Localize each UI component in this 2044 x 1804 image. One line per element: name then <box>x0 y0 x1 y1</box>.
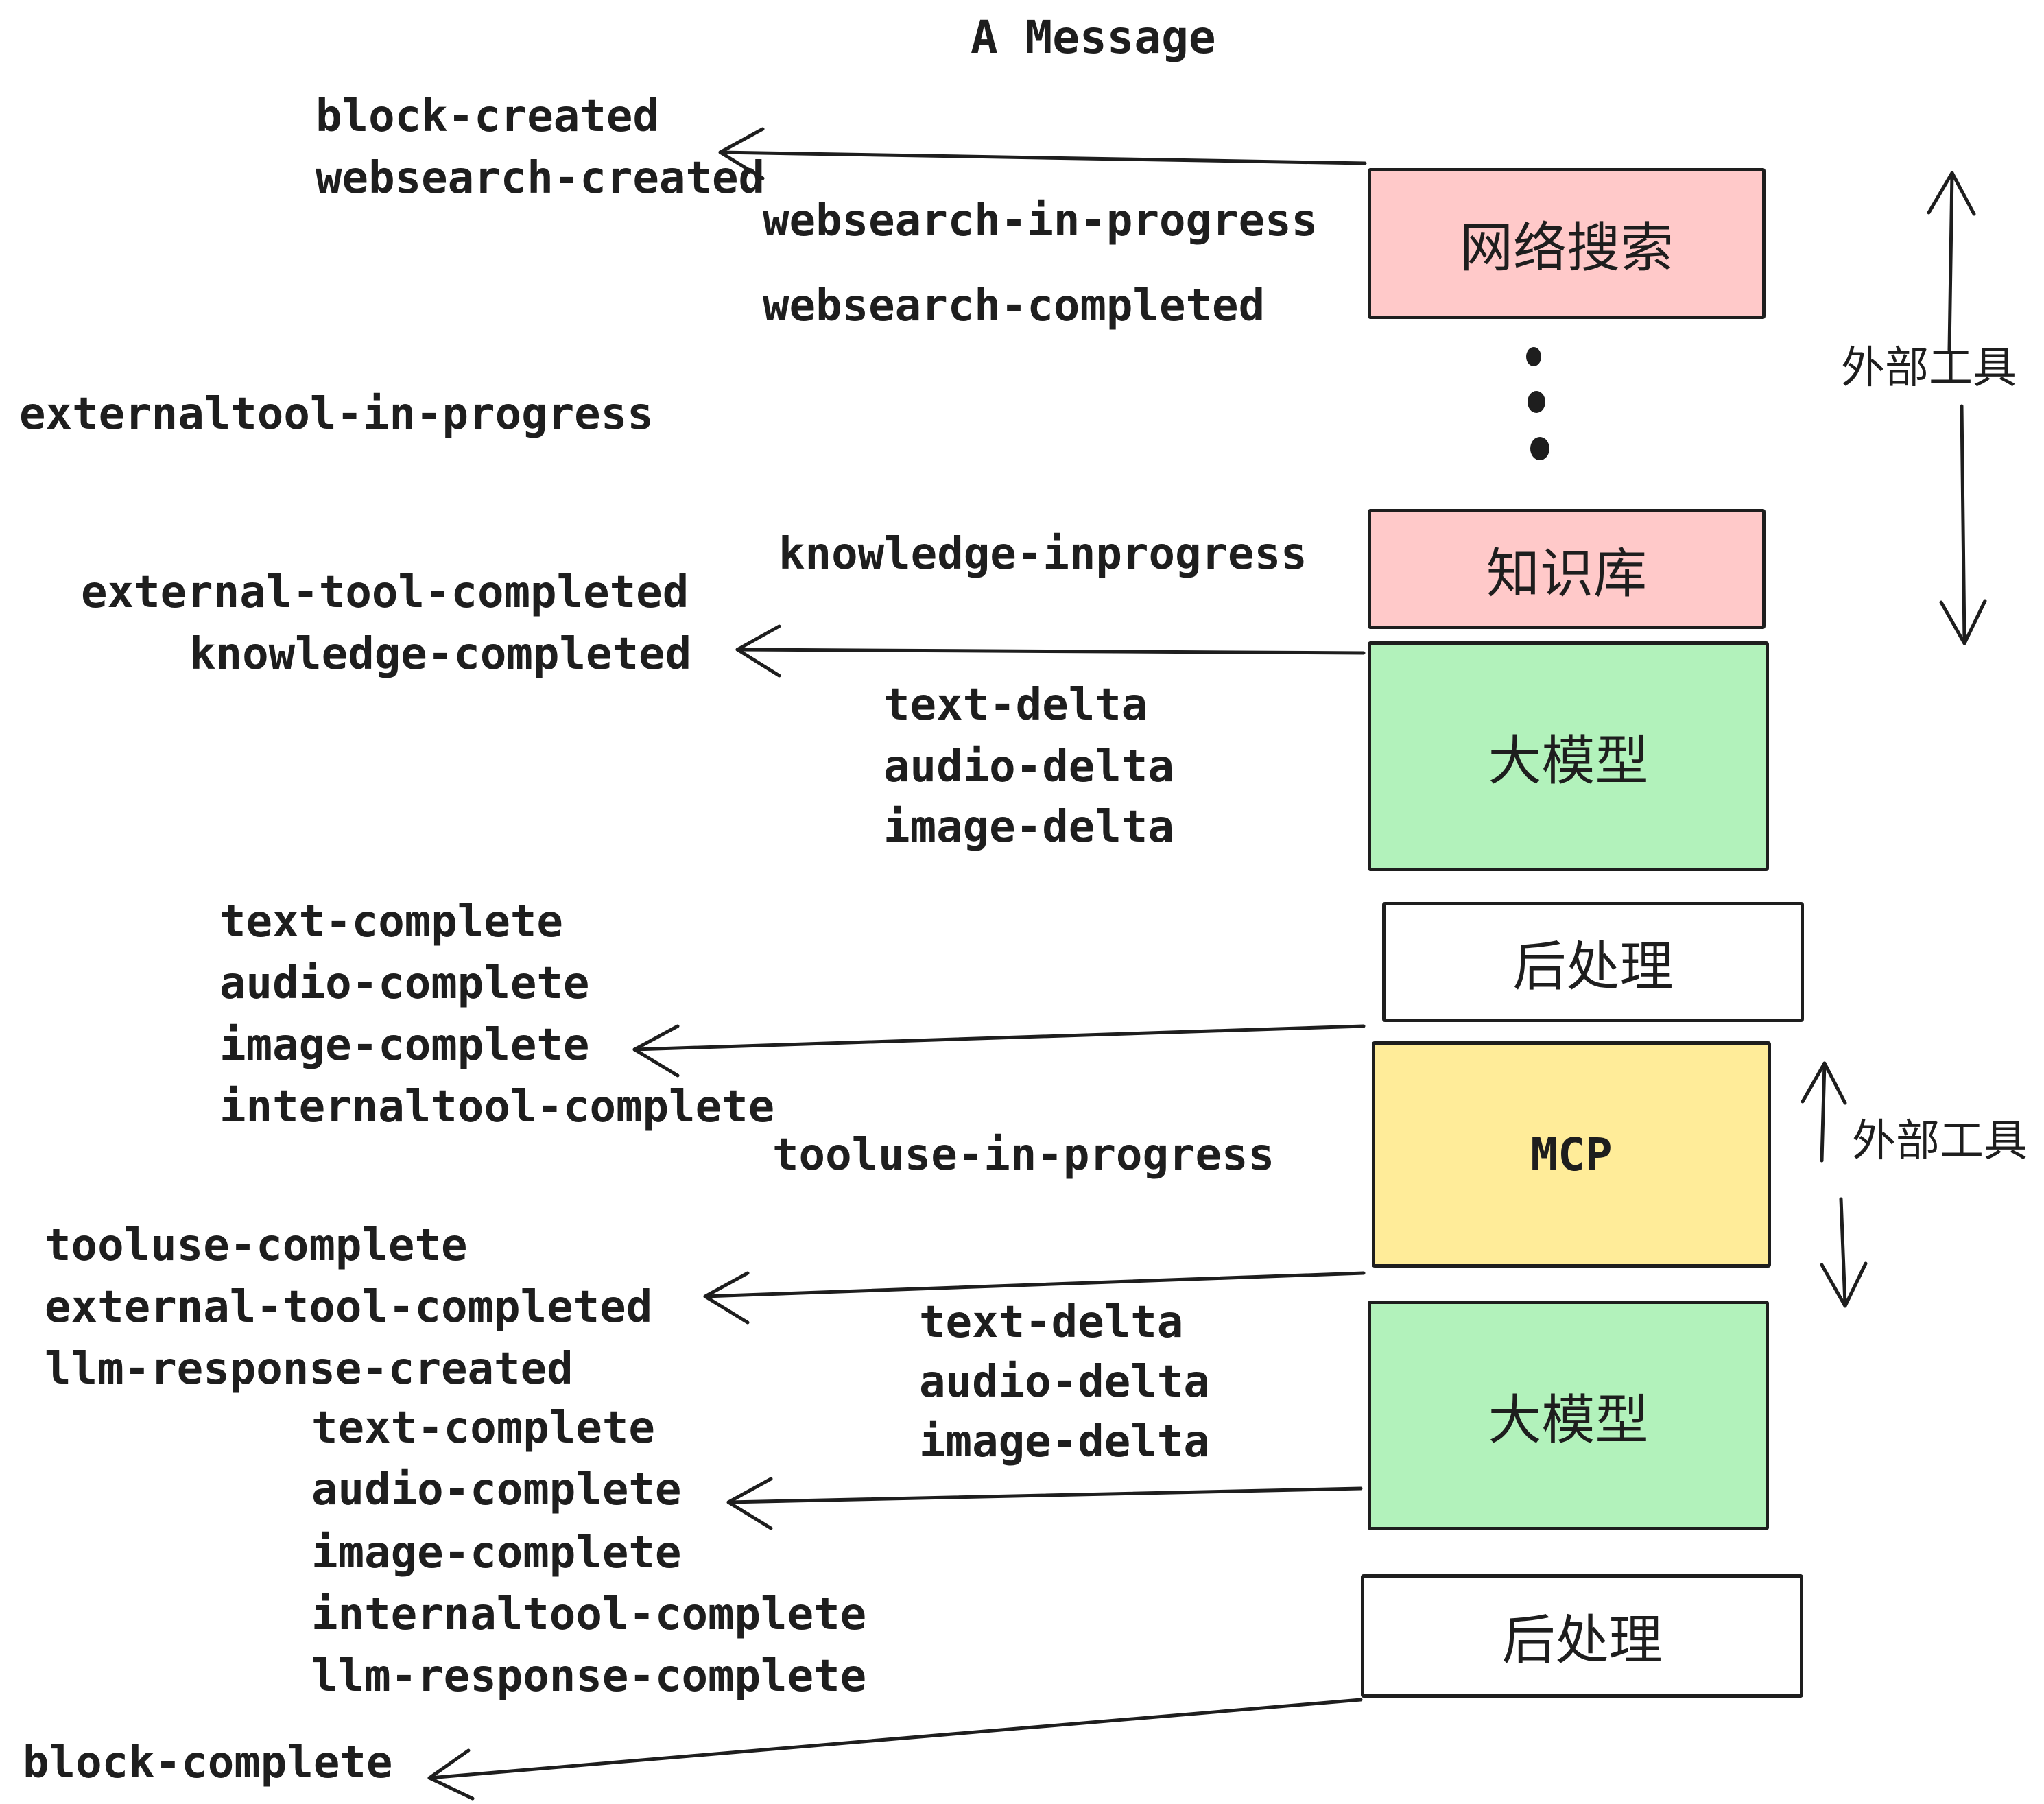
event-audio-delta: audio-delta <box>883 741 1174 792</box>
event-image-delta: image-delta <box>883 802 1174 853</box>
event-tooluse-complete: tooluse-complete <box>45 1220 468 1271</box>
page-title: A Message <box>971 11 1216 64</box>
event-websearch-in-progress: websearch-in-progress <box>763 195 1318 246</box>
mcp-box-label: MCP <box>1530 1128 1613 1181</box>
websearch-box: 网络搜索 <box>1368 168 1766 319</box>
external-tools-label-top: 外部工具 <box>1841 343 2017 394</box>
event-image-complete-2: image-complete <box>311 1528 682 1578</box>
arrow-to-block-complete <box>427 1698 1363 1801</box>
postprocess-box-top-label: 后处理 <box>1512 936 1674 998</box>
arrow-to-audio-complete <box>726 1477 1363 1530</box>
event-text-complete: text-complete <box>219 897 563 947</box>
event-image-complete: image-complete <box>219 1020 590 1071</box>
external-tools-bottom-down-arrow <box>1820 1197 1868 1308</box>
event-text-complete-2: text-complete <box>311 1403 655 1453</box>
event-audio-delta-2: audio-delta <box>919 1357 1210 1408</box>
event-knowledge-inprogress: knowledge-inprogress <box>779 529 1307 580</box>
event-image-delta-2: image-delta <box>919 1416 1210 1467</box>
arrow-to-external-tool-completed <box>703 1271 1366 1325</box>
arrow-to-knowledge-completed <box>735 624 1366 678</box>
mcp-box: MCP <box>1372 1041 1771 1268</box>
event-internaltool-complete-2: internaltool-complete <box>311 1589 867 1640</box>
arrow-to-block-created <box>718 127 1367 180</box>
arrow-to-image-complete <box>632 1024 1366 1078</box>
event-tooluse-in-progress: tooluse-in-progress <box>772 1130 1275 1180</box>
event-llm-response-complete: llm-response-complete <box>311 1651 867 1702</box>
event-text-delta-2: text-delta <box>919 1297 1184 1348</box>
event-websearch-completed: websearch-completed <box>763 281 1265 331</box>
external-tools-bottom-up-arrow <box>1801 1061 1847 1163</box>
knowledge-box: 知识库 <box>1368 509 1766 629</box>
event-external-tool-completed-2: external-tool-completed <box>45 1282 653 1333</box>
external-tools-top-down-arrow <box>1939 404 1987 645</box>
event-audio-complete-2: audio-complete <box>311 1464 682 1515</box>
event-external-tool-completed: external-tool-completed <box>81 567 689 618</box>
websearch-box-label: 网络搜索 <box>1459 217 1674 279</box>
knowledge-box-label: 知识库 <box>1486 543 1647 605</box>
event-llm-response-created: llm-response-created <box>45 1344 573 1394</box>
event-externaltool-in-progress: externaltool-in-progress <box>19 389 654 440</box>
event-block-created: block-created <box>316 91 659 142</box>
llm-box-top: 大模型 <box>1368 641 1769 871</box>
event-knowledge-completed: knowledge-completed <box>189 629 692 680</box>
llm-box-bottom-label: 大模型 <box>1488 1389 1649 1451</box>
event-internaltool-complete: internaltool-complete <box>219 1082 775 1132</box>
event-audio-complete: audio-complete <box>219 958 590 1009</box>
event-block-complete: block-complete <box>23 1737 393 1788</box>
postprocess-box-bottom: 后处理 <box>1361 1574 1803 1698</box>
external-tools-label-bottom: 外部工具 <box>1852 1116 2028 1167</box>
event-text-delta: text-delta <box>883 680 1148 731</box>
postprocess-box-top: 后处理 <box>1382 902 1804 1022</box>
event-websearch-created: websearch-created <box>316 153 765 204</box>
ellipsis-dots <box>1526 347 1549 460</box>
external-tools-top-up-arrow <box>1927 171 1976 352</box>
llm-box-bottom: 大模型 <box>1368 1301 1769 1530</box>
llm-box-top-label: 大模型 <box>1488 730 1649 792</box>
postprocess-box-bottom-label: 后处理 <box>1501 1610 1663 1672</box>
